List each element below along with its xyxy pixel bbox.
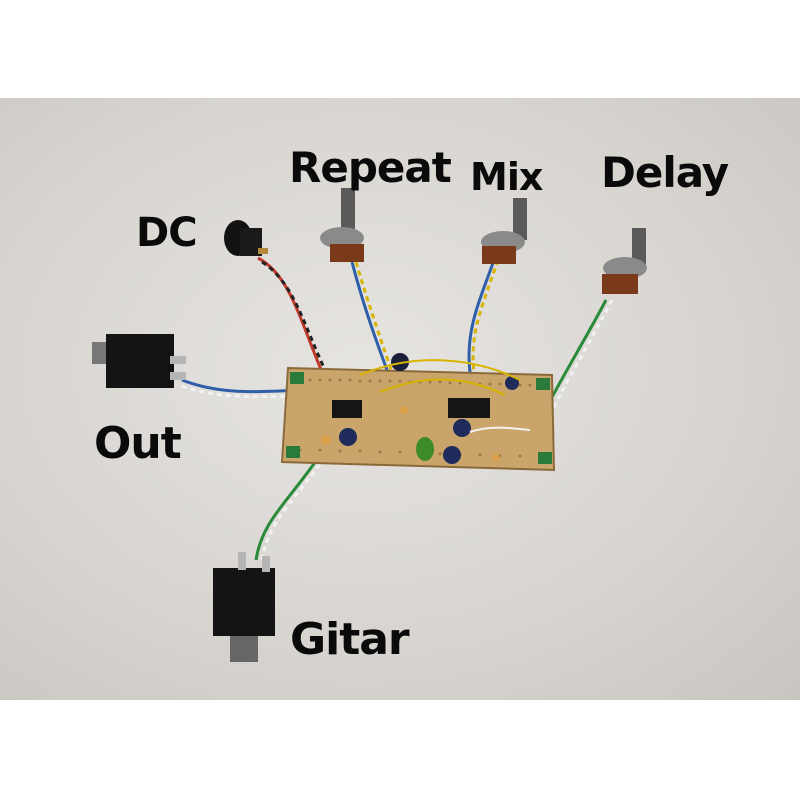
- gitar-wires: [254, 454, 328, 561]
- mix-potentiometer: [481, 198, 527, 264]
- mix-wires: [467, 259, 500, 373]
- gitar-label: Gitar: [290, 614, 410, 665]
- delay-potentiometer: [602, 228, 647, 294]
- repeat-wires: [350, 261, 396, 379]
- repeat-label: Repeat: [289, 143, 452, 192]
- dc-jack: [224, 220, 268, 256]
- capacitor: [443, 446, 461, 464]
- perfboard: [280, 353, 556, 472]
- out-label: Out: [94, 418, 182, 469]
- capacitor: [339, 428, 357, 446]
- out-wires: [181, 378, 301, 399]
- capacitor: [391, 353, 409, 371]
- dc-label: DC: [136, 210, 198, 256]
- ic-chip-left: [332, 400, 362, 418]
- capacitor: [453, 419, 471, 437]
- out-jack: [92, 334, 186, 388]
- mix-label: Mix: [470, 155, 543, 199]
- dc-wires: [257, 256, 328, 373]
- ic-chip-right: [448, 398, 490, 418]
- capacitor: [505, 376, 519, 390]
- circuit-photo: [92, 188, 647, 662]
- delay-label: Delay: [601, 148, 729, 197]
- film-capacitor: [416, 437, 434, 461]
- repeat-potentiometer: [320, 188, 364, 262]
- gitar-jack: [213, 552, 275, 662]
